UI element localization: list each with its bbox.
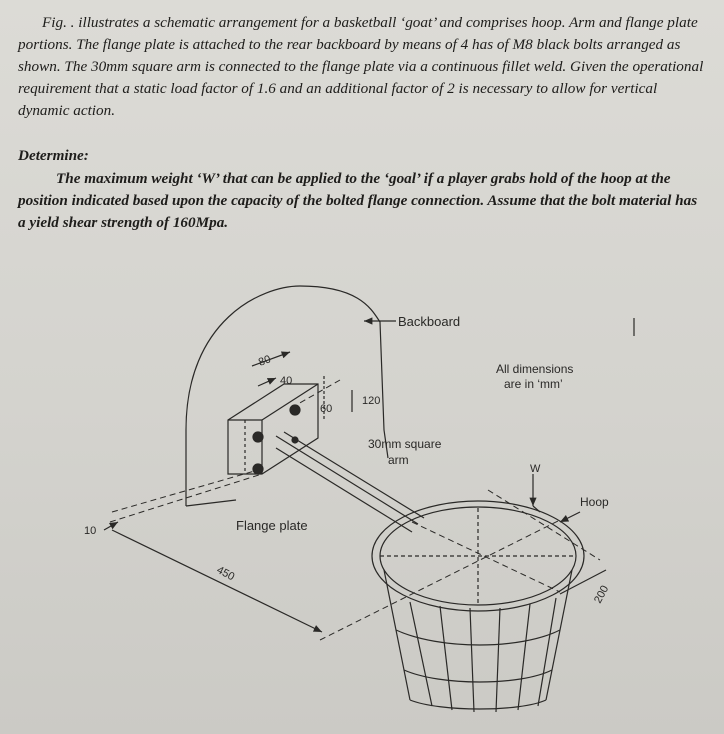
dim-label-10: 10 [84,525,96,537]
arm-label-line2: arm [388,453,409,467]
backboard-edge [185,499,237,507]
bolt-top-left [252,431,264,443]
load-arrow-tail [532,505,541,513]
dim-label-200: 200 [592,584,611,606]
problem-text-2: The maximum weight ‘W’ that can be appli… [18,170,698,231]
center-line-a [109,473,263,523]
arm-label-line1: 30mm square [368,437,442,451]
square-arm [275,431,425,533]
hoop-leader [559,511,581,523]
dim-line-10 [103,521,119,531]
load-label: W [530,463,541,475]
net [383,569,573,713]
dim-line-450 [111,529,323,633]
center-line-d [297,379,341,405]
backboard-outline [185,285,389,506]
problem-text-1: Fig. . illustrates a schematic arrangeme… [18,14,704,119]
dimensions-note-line2: are in ‘mm’ [504,377,563,391]
dim-line-200 [559,569,607,595]
center-line-c [319,519,561,641]
flange-plate [227,383,319,475]
hoop-label: Hoop [580,495,609,509]
center-line-e [411,521,561,593]
dim-label-40: 40 [280,375,292,387]
flange-plate-label: Flange plate [236,518,308,533]
problem-paragraph-2: The maximum weight ‘W’ that can be appli… [18,168,708,234]
dim-label-60: 60 [320,403,332,415]
dim-label-450: 450 [215,564,237,583]
center-line-f [487,489,601,561]
dim-line-80 [251,351,291,367]
bolt-bottom-left [252,463,264,475]
determine-heading: Determine: [18,147,89,164]
hoop [371,500,585,612]
problem-paragraph-1: Fig. . illustrates a schematic arrangeme… [18,12,708,122]
backboard-label: Backboard [398,314,460,329]
dim-label-80: 80 [257,353,273,368]
dimensions-note-line1: All dimensions [496,362,573,376]
center-line-b [111,469,259,513]
dim-label-120: 120 [362,395,380,407]
bolt-top-right [289,404,301,416]
dim-line-40 [257,377,277,387]
